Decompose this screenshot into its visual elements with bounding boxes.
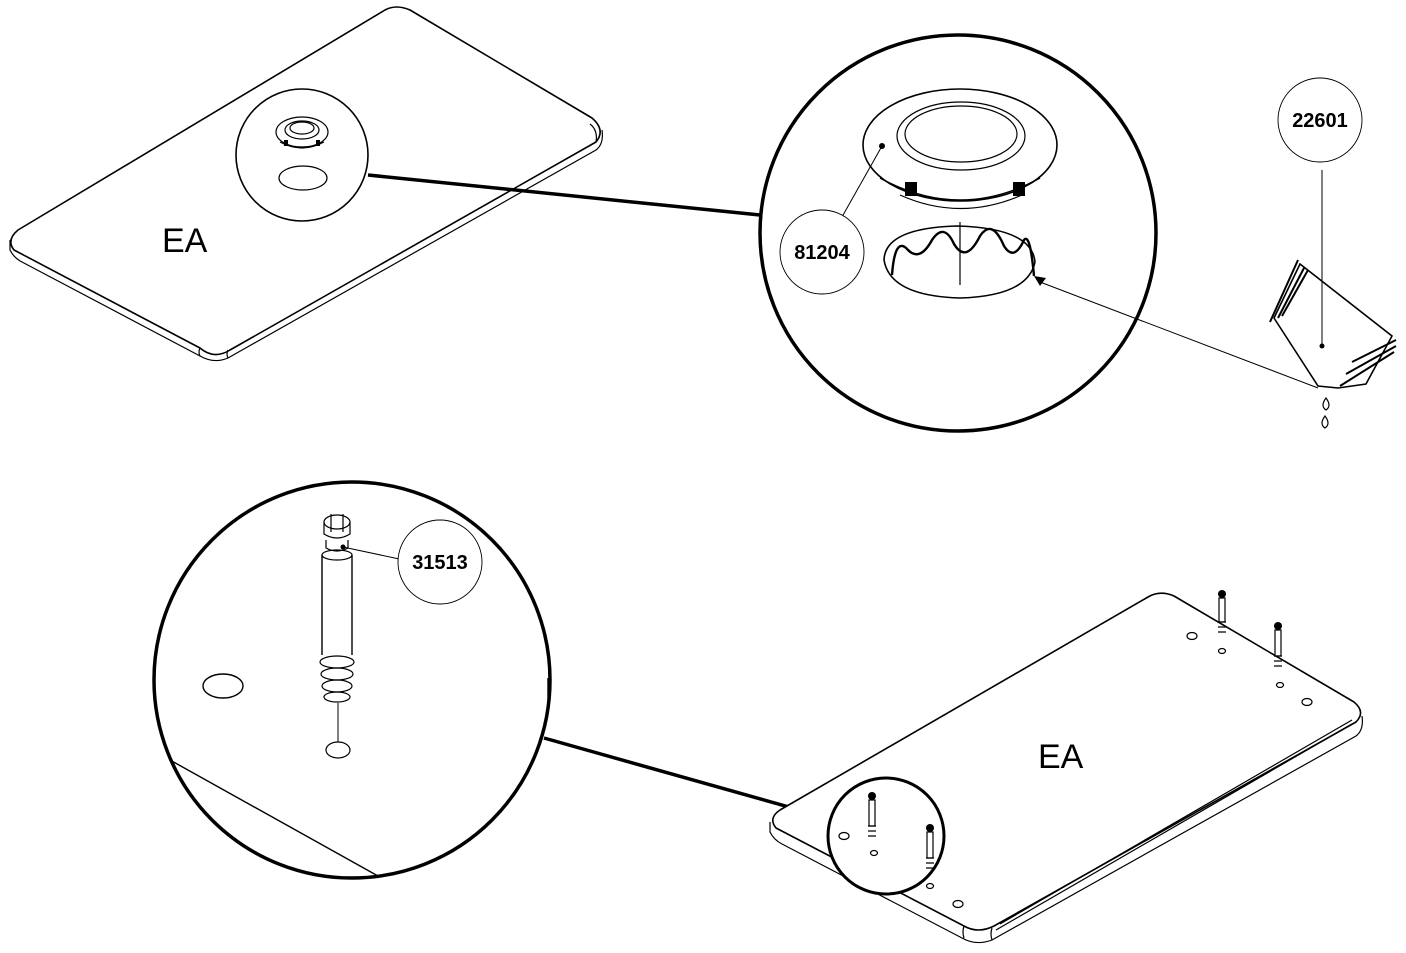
part-callout-31513: 31513: [397, 519, 483, 605]
bottom-connector-line: [543, 736, 829, 820]
bottom-detail-circle: [826, 776, 946, 896]
bottom-panel: EA: [769, 590, 1363, 944]
part-number-22601: 22601: [1292, 110, 1348, 132]
bottom-panel-label: EA: [1038, 738, 1084, 776]
part-callout-81204: 81204: [779, 209, 865, 295]
part-number-81204: 81204: [794, 242, 850, 264]
part-callout-22601: 22601: [1277, 77, 1363, 163]
dowel-icon: [1274, 622, 1282, 667]
part-number-31513: 31513: [412, 552, 468, 574]
glue-bottle-icon: [1269, 170, 1397, 429]
top-detail-circle: [235, 88, 369, 222]
dowel-icon: [1218, 590, 1226, 633]
dowel-detail-circle: [152, 480, 552, 880]
grommet-detail-circle: [758, 33, 1158, 433]
glue-leader-line: [1039, 281, 1319, 389]
top-connector-line: [367, 173, 761, 217]
top-panel-label: EA: [162, 222, 208, 260]
